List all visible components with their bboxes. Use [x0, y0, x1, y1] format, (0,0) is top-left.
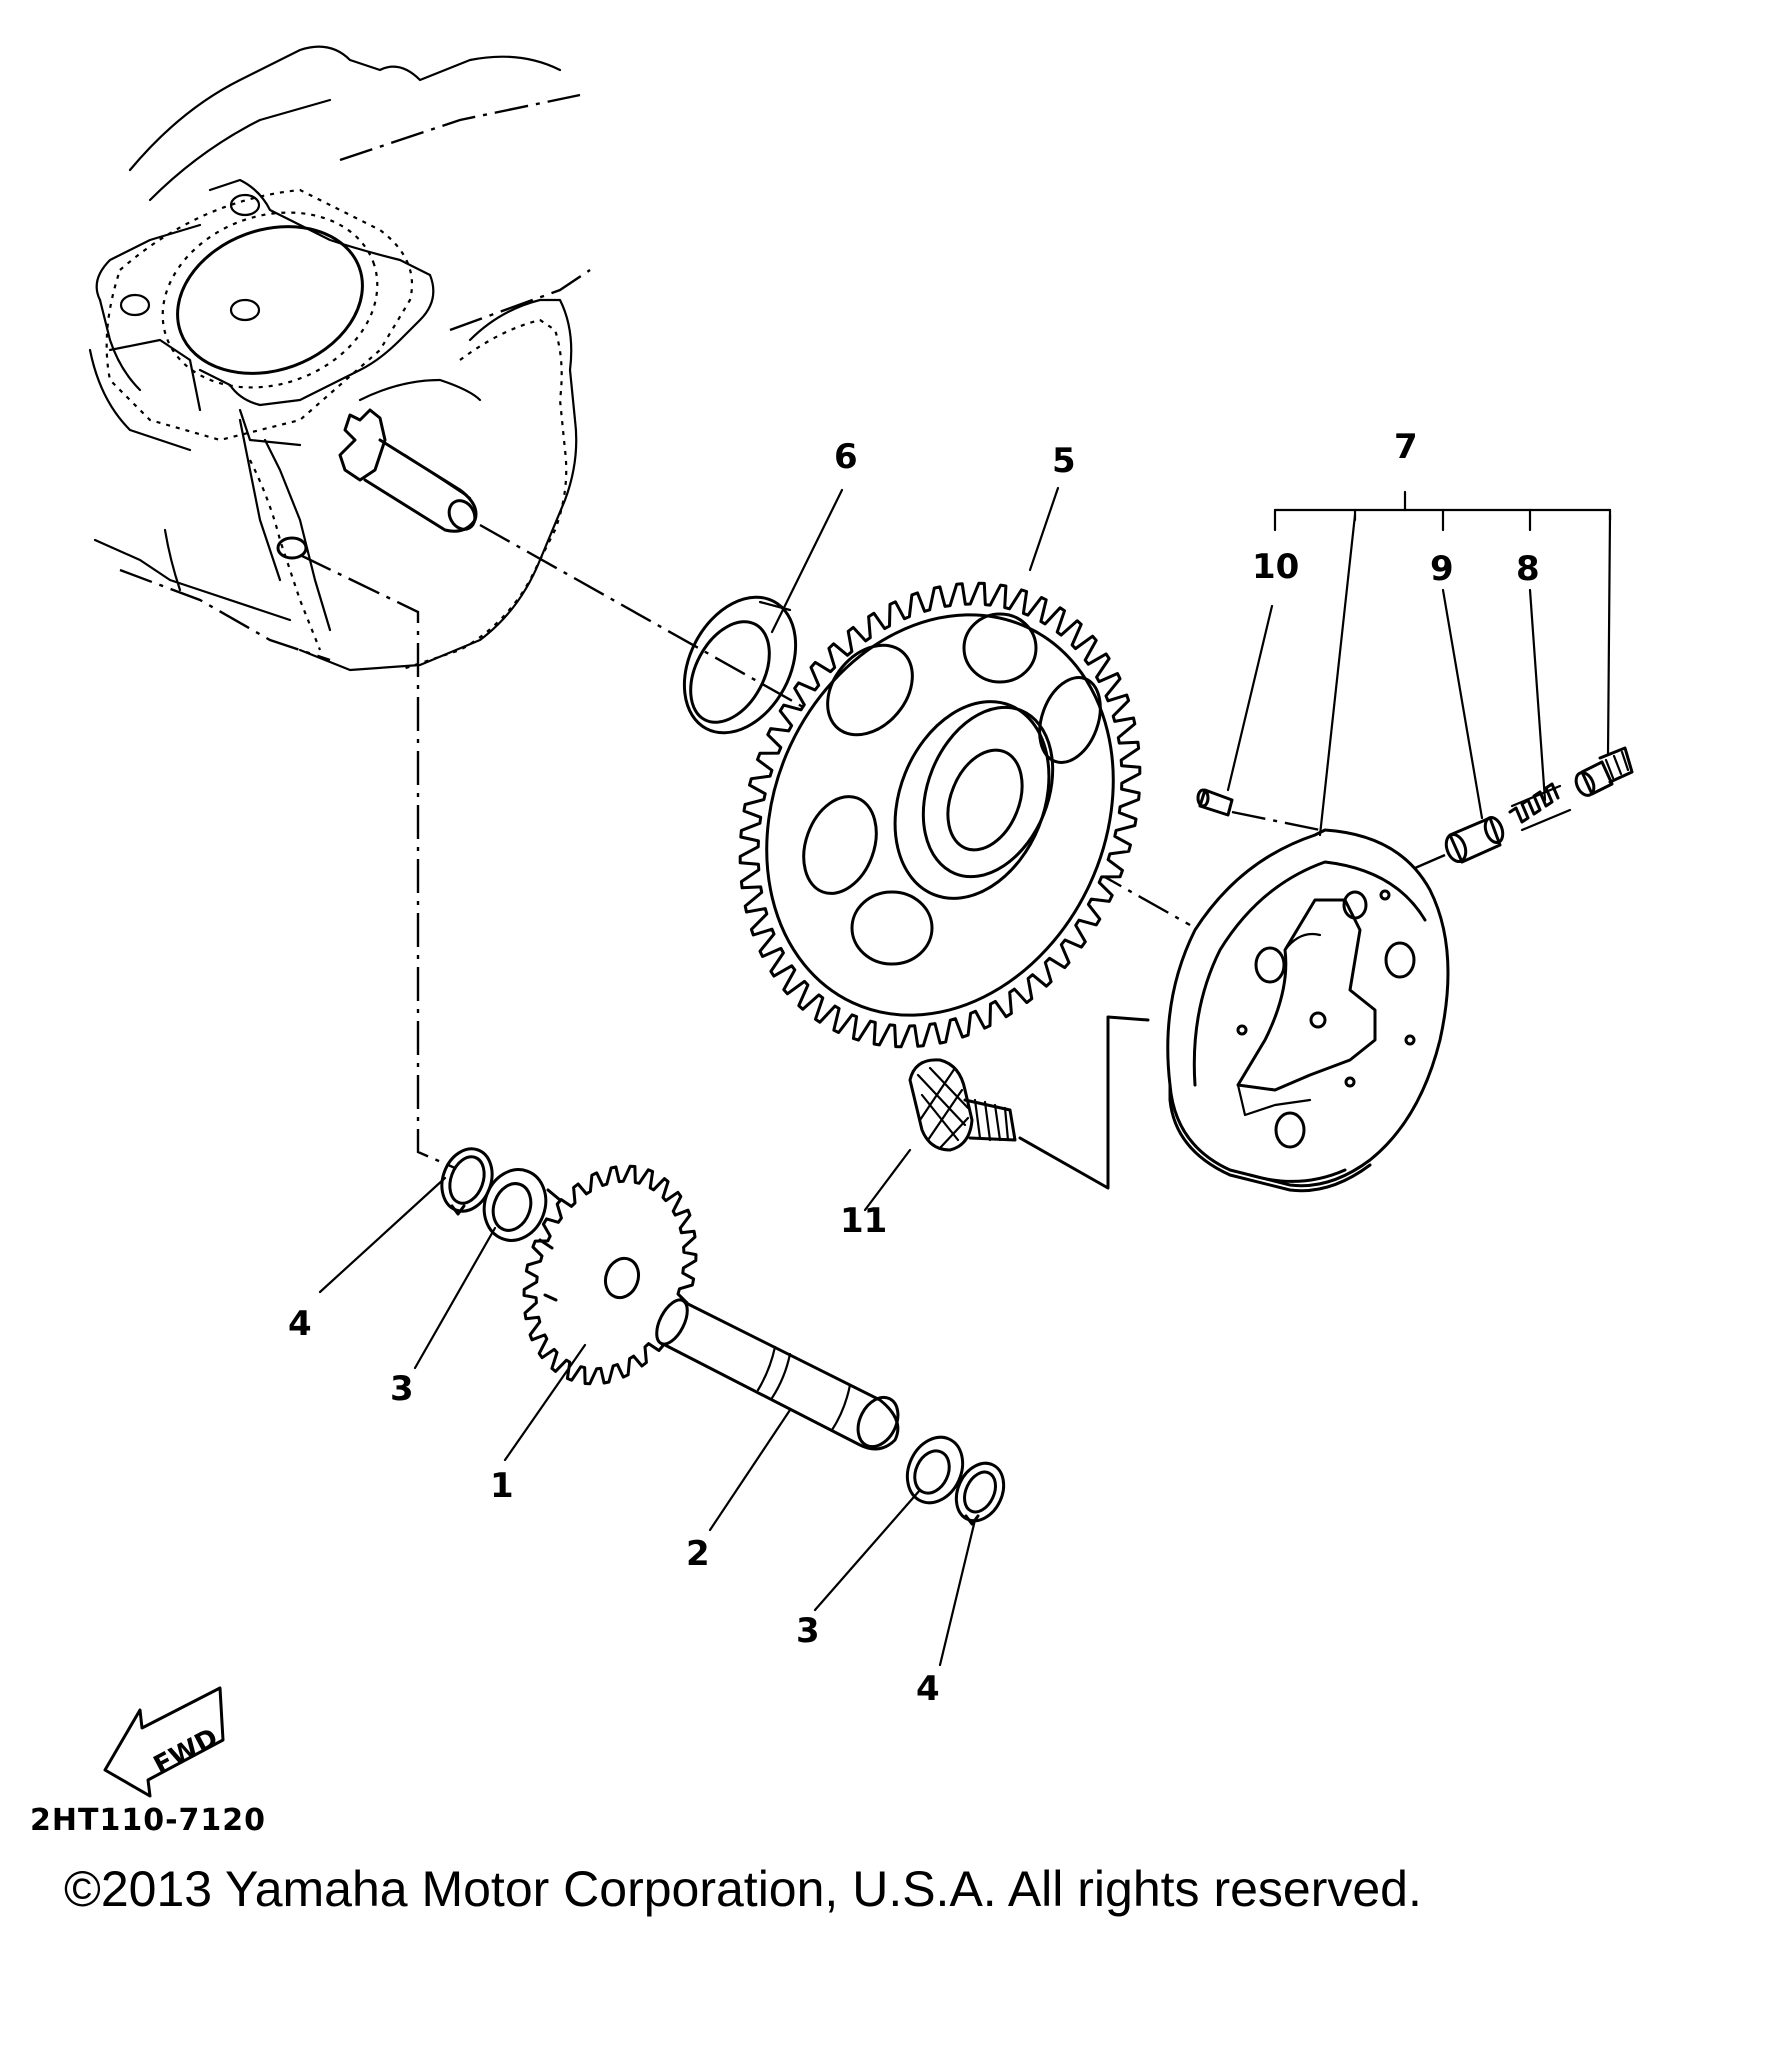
callout-labels: 6 5 7 10 9 8 11 4 3 1 2 3 4 — [288, 427, 1540, 1709]
axis-line-pin — [1231, 810, 1321, 832]
callout-3-left: 3 — [390, 1369, 414, 1409]
callout-4-right: 4 — [916, 1669, 940, 1709]
part-2-shaft — [655, 1298, 900, 1451]
part-1-idler-gear — [522, 1164, 698, 1386]
diagram-reference-code: 2HT110-7120 — [30, 1803, 267, 1838]
callout-2: 2 — [686, 1534, 710, 1574]
part-9-roller — [1444, 815, 1505, 864]
callout-6: 6 — [834, 437, 858, 477]
callout-4-left: 4 — [288, 1304, 312, 1344]
part-5-wheel-gear — [738, 581, 1142, 1049]
callout-5: 5 — [1052, 441, 1076, 481]
leader-lines — [318, 486, 1612, 1667]
part-7-starter-clutch — [1166, 828, 1450, 1193]
part-3-washer-right — [905, 1435, 965, 1505]
callout-10: 10 — [1252, 547, 1299, 587]
callout-11: 11 — [840, 1201, 887, 1241]
axis-line-left — [299, 553, 456, 1170]
callout-7: 7 — [1394, 427, 1418, 467]
fwd-arrow: FWD — [103, 1686, 225, 1798]
part-11-bolt — [908, 1058, 1017, 1152]
callout-1: 1 — [490, 1466, 514, 1506]
engine-crankcase — [88, 45, 591, 672]
axis-line-roller — [1414, 853, 1446, 870]
callout-3-right: 3 — [796, 1611, 820, 1651]
callout-8: 8 — [1516, 549, 1540, 589]
part-3-washer-left — [482, 1168, 548, 1242]
callout-9: 9 — [1430, 549, 1454, 589]
part-4-circlip-right — [954, 1461, 1006, 1526]
copyright-notice: ©2013 Yamaha Motor Corporation, U.S.A. A… — [64, 1861, 1422, 1917]
part-6-washer — [682, 595, 798, 735]
part-8-spring — [1508, 782, 1572, 832]
part-10-pin — [1196, 788, 1234, 817]
bolt-bracket-line — [1018, 1015, 1150, 1190]
part-plug-screw — [1574, 746, 1634, 797]
